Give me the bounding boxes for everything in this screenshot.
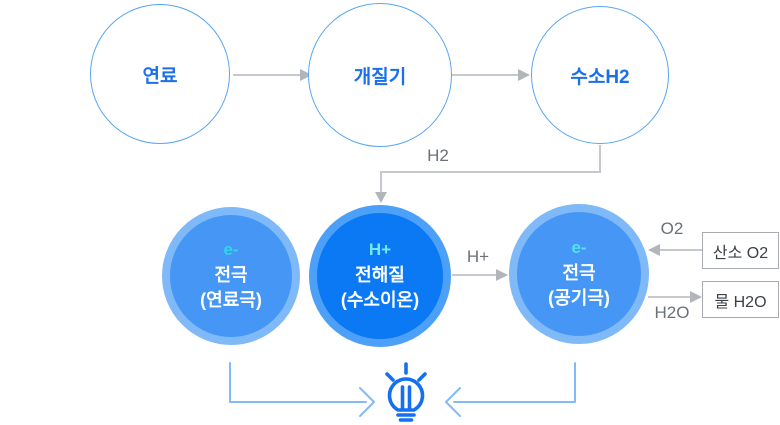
node-reformer-label: 개질기 bbox=[353, 66, 407, 88]
arrow-hplus-to-air-electrode bbox=[452, 269, 508, 281]
node-hydrogen: 수소H2 bbox=[531, 6, 669, 144]
node-electrolyte: H+ 전해질 (수소이온) bbox=[309, 205, 451, 347]
node-electrode-air-sub: (공기극) bbox=[548, 287, 610, 308]
node-electrolyte-name: 전해질 bbox=[355, 264, 405, 285]
arrow-electrode-to-water bbox=[648, 291, 702, 303]
node-hydrogen-label: 수소H2 bbox=[570, 66, 630, 88]
arrow-fuel-to-reformer bbox=[233, 69, 312, 81]
lightbulb-icon bbox=[377, 361, 435, 425]
node-fuel: 연료 bbox=[90, 4, 230, 144]
node-electrode-air: e- 전극 (공기극) bbox=[509, 204, 649, 344]
charge-label: e- bbox=[223, 239, 239, 259]
box-water-label: 물 H2O bbox=[714, 293, 767, 311]
arrow-reformer-to-hydrogen bbox=[452, 69, 530, 81]
flow-label-h2o: H2O bbox=[654, 303, 690, 322]
flow-label-hplus: H+ bbox=[466, 247, 490, 266]
node-fuel-label: 연료 bbox=[142, 65, 178, 87]
bracket-left-to-bulb bbox=[229, 362, 375, 417]
bracket-right-to-bulb bbox=[445, 362, 576, 417]
arrow-oxygen-to-electrode bbox=[648, 244, 702, 256]
node-electrode-fuel-name: 전극 bbox=[214, 264, 248, 285]
box-oxygen-label: 산소 O2 bbox=[712, 244, 769, 262]
node-reformer: 개질기 bbox=[308, 3, 452, 147]
box-oxygen-input: 산소 O2 bbox=[702, 232, 779, 269]
box-water-output: 물 H2O bbox=[702, 281, 779, 318]
node-electrode-fuel-sub: (연료극) bbox=[200, 289, 262, 310]
flow-label-o2: O2 bbox=[660, 219, 684, 238]
charge-label: H+ bbox=[368, 239, 392, 259]
arrow-h2-to-electrolyte bbox=[375, 145, 601, 203]
node-electrode-fuel: e- 전극 (연료극) bbox=[162, 207, 300, 345]
charge-label: e- bbox=[571, 237, 587, 257]
node-electrode-air-name: 전극 bbox=[562, 262, 596, 283]
node-electrolyte-sub: (수소이온) bbox=[340, 289, 420, 310]
flow-label-h2: H2 bbox=[427, 146, 449, 165]
